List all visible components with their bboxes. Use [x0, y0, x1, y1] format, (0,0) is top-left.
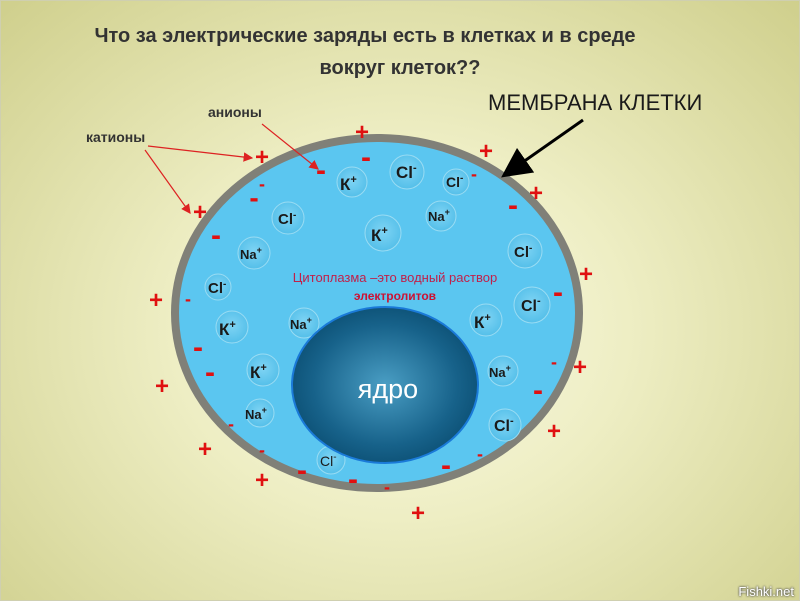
ion-bubbles [204, 154, 551, 475]
ion-na: Na+ [290, 315, 312, 332]
plus-sign: + [529, 180, 543, 207]
plus-sign: + [193, 199, 207, 226]
title-line-1: Что за электрические заряды есть в клетк… [94, 25, 636, 47]
cations-arrow-1 [147, 145, 254, 162]
ion-na: Na+ [245, 405, 267, 422]
plus-sign: + [547, 418, 561, 445]
ion-na: Na+ [240, 245, 262, 262]
ion-cl: Cl- [208, 279, 226, 297]
minus-sign: - [316, 154, 326, 187]
sodium-ions: Na+ Na+ Na+ Na+ Na+ [240, 207, 511, 422]
ion-k: К+ [250, 362, 267, 382]
anions-arrow [261, 123, 319, 170]
plus-sign: + [579, 261, 593, 288]
minus-sign: - [205, 356, 215, 389]
cations-label: катионы [86, 129, 145, 145]
membrane-arrow [501, 118, 584, 178]
minus-sign: - [441, 449, 451, 482]
ion-k: К+ [219, 319, 236, 339]
minus-sign: - [553, 276, 563, 309]
ion-cl: Cl- [320, 452, 337, 469]
plus-sign: + [411, 500, 425, 527]
minus-sign: - [533, 374, 543, 407]
minus-sign: - [297, 454, 307, 487]
membrane-label: МЕМБРАНА КЛЕТКИ [488, 90, 702, 115]
positive-charges: + + + + + + + + + + + + + [149, 119, 593, 527]
minus-sign: - [361, 141, 371, 174]
watermark: Fishki.net [738, 584, 794, 599]
slide-title: Что за электрические заряды есть в клетк… [0, 20, 800, 84]
chloride-ions: Cl- Cl- Cl- Cl- Cl- Cl- Cl- Cl- [208, 162, 541, 469]
minus-sign: - [348, 463, 358, 496]
potassium-ions: К+ К+ К+ К+ К+ [219, 174, 491, 382]
minus-sign: - [259, 174, 265, 194]
cytoplasm-caption: Цитоплазма –это водный раствор [293, 270, 497, 285]
plus-sign: + [479, 138, 493, 165]
cations-arrow-2 [144, 149, 191, 214]
ion-na: Na+ [428, 207, 450, 224]
minus-sign: - [259, 440, 265, 460]
plus-sign: + [255, 144, 269, 171]
minus-sign: - [508, 189, 518, 222]
ion-cl: Cl- [278, 210, 296, 228]
ion-k: К+ [371, 225, 388, 245]
minus-sign: - [471, 164, 477, 184]
plus-sign: + [198, 436, 212, 463]
minus-sign: - [211, 219, 221, 252]
negative-charges: - - - - - - - - - - - - - - - - - - - - [185, 141, 563, 497]
ion-cl: Cl- [446, 173, 463, 190]
anions-label: анионы [208, 104, 262, 120]
minus-sign: - [249, 182, 258, 213]
title-line-2: вокруг клеток?? [319, 57, 481, 79]
ion-cl: Cl- [396, 162, 417, 182]
plus-sign: + [573, 354, 587, 381]
plus-sign: + [155, 373, 169, 400]
minus-sign: - [477, 444, 483, 464]
minus-sign: - [228, 414, 234, 434]
minus-sign: - [193, 331, 203, 364]
ion-k: К+ [474, 312, 491, 332]
minus-sign: - [384, 477, 390, 497]
ion-k: К+ [340, 174, 357, 194]
plus-sign: + [355, 119, 369, 146]
minus-sign: - [185, 289, 191, 309]
nucleus [291, 306, 479, 464]
ion-cl: Cl- [494, 415, 514, 435]
ion-na: Na+ [489, 363, 511, 380]
ion-cl: Cl- [521, 295, 541, 315]
ion-cl: Cl- [514, 243, 532, 261]
nucleus-label: ядро [358, 374, 418, 404]
electrolytes-caption: электролитов [354, 289, 436, 303]
plus-sign: + [255, 467, 269, 494]
minus-sign: - [551, 352, 557, 372]
plus-sign: + [149, 287, 163, 314]
